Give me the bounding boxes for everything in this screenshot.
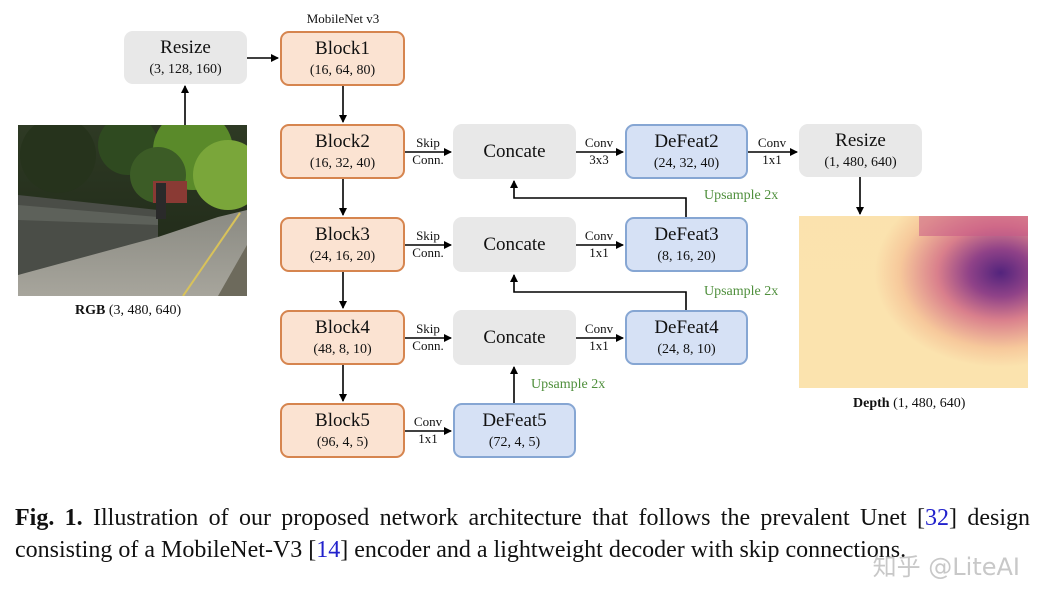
watermark: 知乎 @LiteAI <box>872 553 1020 581</box>
encoder-block1: Block1 (16, 64, 80) <box>280 31 405 86</box>
figure-caption: Fig. 1. Illustration of our proposed net… <box>15 505 1030 563</box>
encoder-block4: Block4 (48, 8, 10) <box>280 310 405 365</box>
resize-output-box: Resize (1, 480, 640) <box>799 124 922 177</box>
concat-box-4: Concate <box>453 310 576 365</box>
upsample-label-3: Upsample 2x <box>704 188 779 203</box>
rgb-input-image <box>18 125 247 296</box>
decoder-defeat3: DeFeat3 (8, 16, 20) <box>625 217 748 272</box>
depth-caption: Depth (1, 480, 640) <box>853 396 966 411</box>
encoder-block2: Block2 (16, 32, 40) <box>280 124 405 179</box>
encoder-block3: Block3 (24, 16, 20) <box>280 217 405 272</box>
arrow-defeat4-to-concat3 <box>510 274 687 310</box>
rgb-caption: RGB (3, 480, 640) <box>75 303 182 318</box>
architecture-diagram: MobileNet v3 <box>18 11 1028 458</box>
caption-label: Fig. 1. <box>15 505 83 531</box>
decoder-defeat4: DeFeat4 (24, 8, 10) <box>625 310 748 365</box>
arrow-defeat3-to-concat2 <box>510 180 687 217</box>
citation-link-14[interactable]: 14 <box>316 537 341 563</box>
decoder-defeat5: DeFeat5 (72, 4, 5) <box>453 403 576 458</box>
concat-box-2: Concate <box>453 124 576 179</box>
resize-input-box: Resize (3, 128, 160) <box>124 31 247 84</box>
depth-output-image <box>799 216 1028 388</box>
encoder-block5: Block5 (96, 4, 5) <box>280 403 405 458</box>
mobilenet-title: MobileNet v3 <box>306 11 380 26</box>
upsample-label-5: Upsample 2x <box>531 377 606 392</box>
connector-arrows <box>181 54 864 435</box>
citation-link-32[interactable]: 32 <box>925 505 950 531</box>
upsample-label-4: Upsample 2x <box>704 284 779 299</box>
concat-box-3: Concate <box>453 217 576 272</box>
decoder-defeat2: DeFeat2 (24, 32, 40) <box>625 124 748 179</box>
